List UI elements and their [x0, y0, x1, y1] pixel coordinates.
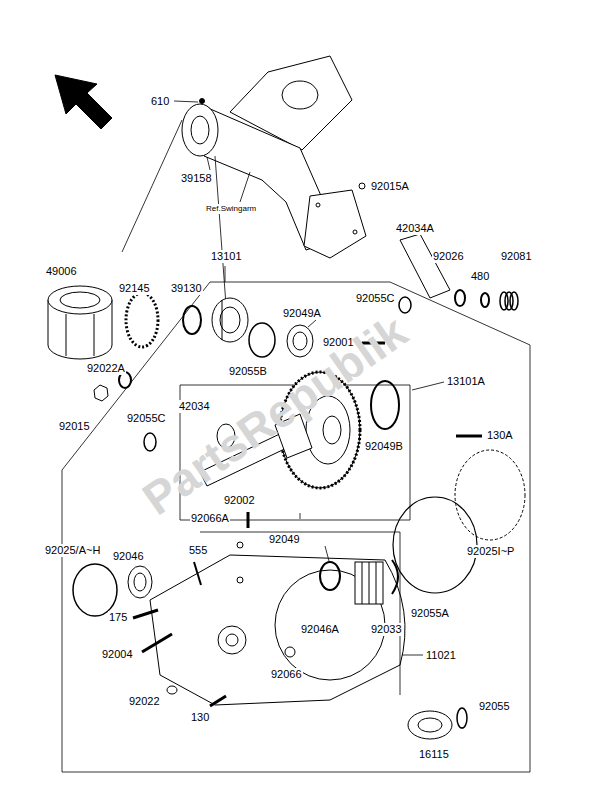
- gear-case: [150, 555, 405, 705]
- callout-number: 92055C: [355, 292, 396, 305]
- callout-number: 92004: [101, 648, 134, 661]
- boot: [48, 286, 112, 359]
- callout-number: 92055A: [410, 607, 450, 620]
- circlip: [392, 560, 398, 594]
- direction-arrow: [55, 75, 112, 129]
- callout-number: 92145: [118, 282, 151, 295]
- callout-number: 42034A: [395, 222, 435, 235]
- callout-number: 39158: [180, 172, 213, 185]
- spring: [500, 292, 518, 310]
- callout-number: 175: [108, 611, 128, 624]
- callout-number: 92046: [112, 550, 145, 563]
- callout-number: 92055C: [126, 412, 167, 425]
- o-ring: [144, 433, 156, 451]
- swingarm: [182, 56, 366, 258]
- callout-number: 39130: [170, 282, 203, 295]
- group-outline: [62, 282, 530, 772]
- callout-number: 92049A: [282, 307, 322, 320]
- pin: [194, 562, 201, 585]
- oil-seal: [320, 562, 340, 590]
- ring: [183, 306, 201, 334]
- plug: [237, 542, 243, 548]
- callout-number: 92055B: [228, 365, 268, 378]
- callout-number: 92049B: [364, 440, 404, 453]
- callout-number: 92002: [223, 494, 256, 507]
- callout-number: 92015: [58, 420, 91, 433]
- bearing: [287, 325, 313, 357]
- callout-number: 49006: [45, 265, 78, 278]
- bolt: [210, 696, 226, 706]
- callout-number: 92026: [432, 250, 465, 263]
- washer: [455, 290, 465, 306]
- oil-seal: [371, 381, 399, 429]
- callout-number: 92046A: [300, 623, 340, 636]
- callout-number: 13101: [210, 250, 243, 263]
- callout-number: 16115: [418, 748, 450, 761]
- bolt: [456, 435, 482, 438]
- o-ring: [399, 297, 411, 313]
- callout-number: 130: [190, 711, 210, 724]
- callout-number: 130A: [486, 429, 514, 442]
- callout-number: 92066: [270, 668, 303, 681]
- group-outline: [200, 532, 400, 695]
- stud: [247, 512, 250, 528]
- callout-number: 610: [150, 95, 170, 108]
- ring: [481, 293, 489, 307]
- bearing: [128, 566, 152, 598]
- gasket: [455, 450, 525, 540]
- callout-number: 92055: [478, 700, 511, 713]
- callout-number: 92025/A~H: [44, 544, 101, 557]
- spring-band: [126, 293, 158, 347]
- shim: [73, 564, 117, 616]
- callout-number: 92066A: [190, 512, 230, 525]
- callout-number: 11021: [425, 649, 457, 662]
- cap: [408, 711, 452, 739]
- sleeve: [400, 234, 450, 298]
- callout-number: 480: [470, 270, 490, 283]
- stud: [142, 634, 172, 652]
- o-ring: [393, 497, 477, 593]
- stud: [133, 610, 158, 618]
- callout-number: 92022A: [86, 362, 126, 375]
- reference-note: Ref.Swingarm: [205, 204, 257, 214]
- callout-number: 555: [188, 544, 208, 557]
- nut: [94, 385, 108, 401]
- callout-number: 92033: [370, 623, 403, 636]
- callout-number: 92022: [128, 695, 161, 708]
- callout-number: 92049: [268, 533, 301, 546]
- bearing: [212, 298, 248, 342]
- needle-bearing: [355, 562, 383, 604]
- o-ring: [249, 323, 275, 357]
- washer: [167, 686, 177, 694]
- callout-number: 92025I~P: [466, 545, 515, 558]
- callout-number: 92081: [500, 250, 533, 263]
- callout-number: 42034: [178, 400, 211, 413]
- o-ring: [457, 708, 467, 728]
- callout-number: 92015A: [370, 180, 410, 193]
- callout-number: 13101A: [446, 375, 486, 388]
